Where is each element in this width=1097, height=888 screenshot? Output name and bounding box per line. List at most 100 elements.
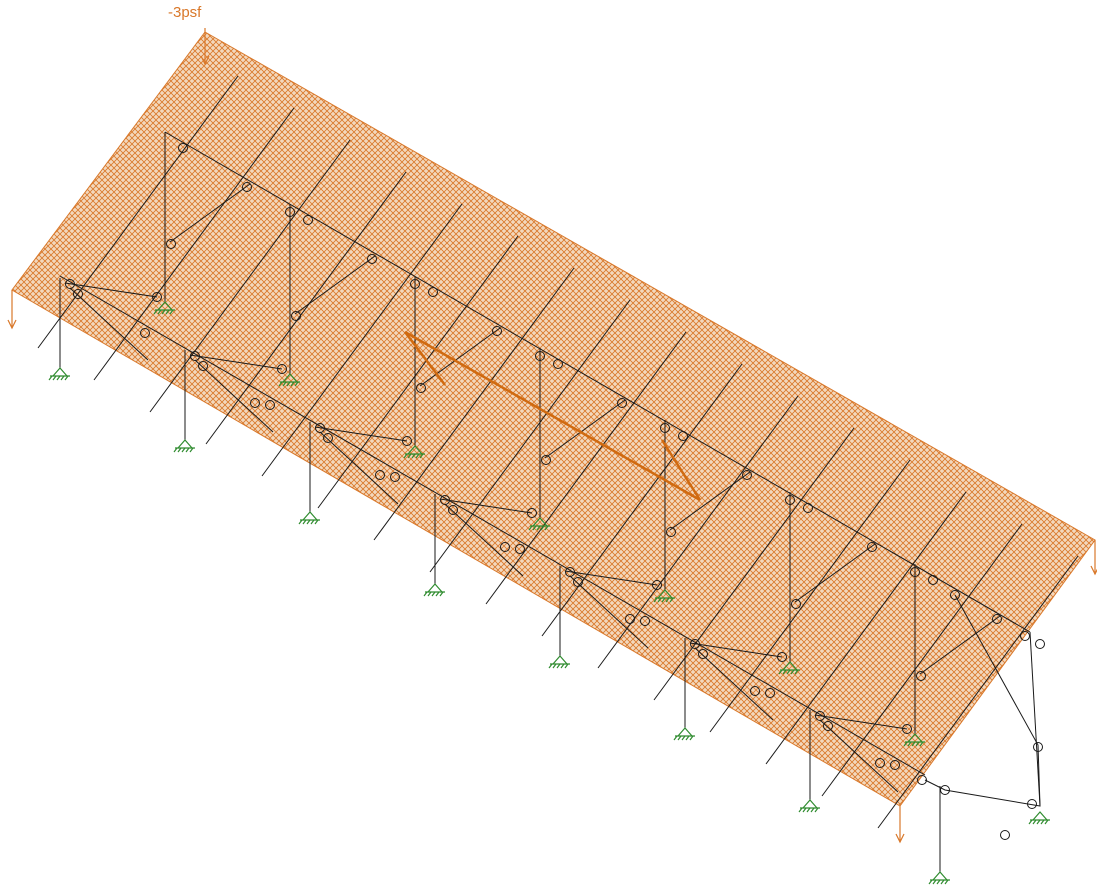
hinge-node-icon: [285, 207, 295, 217]
web-line: [794, 543, 876, 603]
hinge-node-icon: [917, 775, 927, 785]
tie-line: [64, 282, 158, 298]
purlin-line: [429, 299, 631, 573]
pinned-support-icon: [903, 733, 925, 747]
hinge-node-icon: [1033, 742, 1043, 752]
load-arrow-icon: [1090, 540, 1097, 576]
hinge-node-icon: [823, 721, 833, 731]
web-line: [69, 287, 149, 361]
pinned-support-icon: [278, 373, 300, 387]
supports: [48, 301, 1050, 885]
hinge-node-icon: [492, 326, 502, 336]
hinge-node-icon: [500, 542, 510, 552]
load-arrow-icon: [895, 806, 905, 844]
hinge-node-icon: [875, 758, 885, 768]
hinge-node-icon: [265, 400, 275, 410]
pinned-support-icon: [928, 871, 950, 885]
hinge-node-icon: [992, 614, 1002, 624]
hinge-node-icon: [698, 649, 708, 659]
hinge-node-icon: [416, 383, 426, 393]
tie-line: [689, 642, 783, 658]
tie-line: [439, 498, 533, 514]
hinge-node-icon: [375, 470, 385, 480]
hinge-node-icon: [65, 279, 75, 289]
x-bracing: [404, 330, 702, 502]
web-line: [419, 327, 501, 387]
hinge-node-icon: [940, 785, 950, 795]
purlin-line: [317, 235, 519, 509]
hinge-node-icon: [190, 351, 200, 361]
load-arrows: [7, 28, 1097, 844]
purlin-line: [485, 331, 687, 605]
pinned-support-icon: [778, 661, 800, 675]
hinge-node-icon: [791, 599, 801, 609]
hinge-node-icon: [678, 431, 688, 441]
hinge-node-icon: [777, 652, 787, 662]
hinge-node-icon: [541, 455, 551, 465]
pinned-support-icon: [528, 517, 550, 531]
hinge-node-icon: [515, 544, 525, 554]
pinned-support-icon: [153, 301, 175, 315]
hinge-node-icon: [1020, 631, 1030, 641]
web-line: [919, 615, 1001, 675]
purlin-line: [541, 363, 743, 637]
hinge-node-icon: [902, 724, 912, 734]
hinge-node-icon: [553, 359, 563, 369]
hinge-node-icon: [315, 423, 325, 433]
hinge-node-icon: [950, 590, 960, 600]
purlin-line: [37, 75, 239, 349]
web-line: [294, 255, 376, 315]
purlin-line: [205, 171, 407, 445]
purlin-line: [877, 555, 1079, 829]
pinned-support-icon: [1028, 811, 1050, 825]
tie-line: [314, 426, 408, 442]
hinge-node-icon: [916, 671, 926, 681]
hinge-node-icon: [250, 398, 260, 408]
hinge-node-icon: [402, 436, 412, 446]
hinge-node-icon: [242, 182, 252, 192]
hinge-node-icon: [73, 289, 83, 299]
hinge-node-icon: [140, 328, 150, 338]
hinge-node-icon: [890, 760, 900, 770]
pinned-support-icon: [423, 583, 445, 597]
hinge-node-icon: [1027, 799, 1037, 809]
pinned-support-icon: [298, 511, 320, 525]
hinge-node-icon: [785, 495, 795, 505]
hinge-node-icon: [1035, 639, 1045, 649]
hinge-node-icon: [690, 639, 700, 649]
end-gable-frame: [924, 594, 1041, 872]
pinned-support-icon: [653, 589, 675, 603]
hinge-node-icon: [198, 361, 208, 371]
purlin-line: [373, 267, 575, 541]
purlin-line: [709, 459, 911, 733]
hinge-node-icon: [652, 580, 662, 590]
hinge-node-icon: [535, 351, 545, 361]
tie-line: [564, 570, 658, 586]
hinge-node-icon: [565, 567, 575, 577]
hinge-node-icon: [750, 686, 760, 696]
hinge-node-icon: [152, 292, 162, 302]
pinned-support-icon: [798, 799, 820, 813]
purlin-line: [765, 491, 967, 765]
hinge-node-icon: [527, 508, 537, 518]
pinned-support-icon: [173, 439, 195, 453]
hinge-node-icon: [291, 311, 301, 321]
hinge-node-icon: [303, 215, 313, 225]
hinge-node-icon: [625, 614, 635, 624]
hinge-node-icon: [910, 567, 920, 577]
web-line: [319, 431, 399, 505]
web-line: [544, 399, 626, 459]
purlin-line: [821, 523, 1023, 797]
hinge-node-icon: [573, 577, 583, 587]
hinge-node-icon: [815, 711, 825, 721]
hinge-node-icon: [640, 616, 650, 626]
area-load-label: -3psf: [168, 4, 202, 21]
pinned-support-icon: [673, 727, 695, 741]
hinge-nodes: [65, 143, 1045, 840]
purlin-line: [149, 139, 351, 413]
hinge-node-icon: [440, 495, 450, 505]
truss-frames: [59, 132, 1001, 800]
purlin-line: [93, 107, 295, 381]
purlin-line: [261, 203, 463, 477]
web-line: [444, 503, 524, 577]
